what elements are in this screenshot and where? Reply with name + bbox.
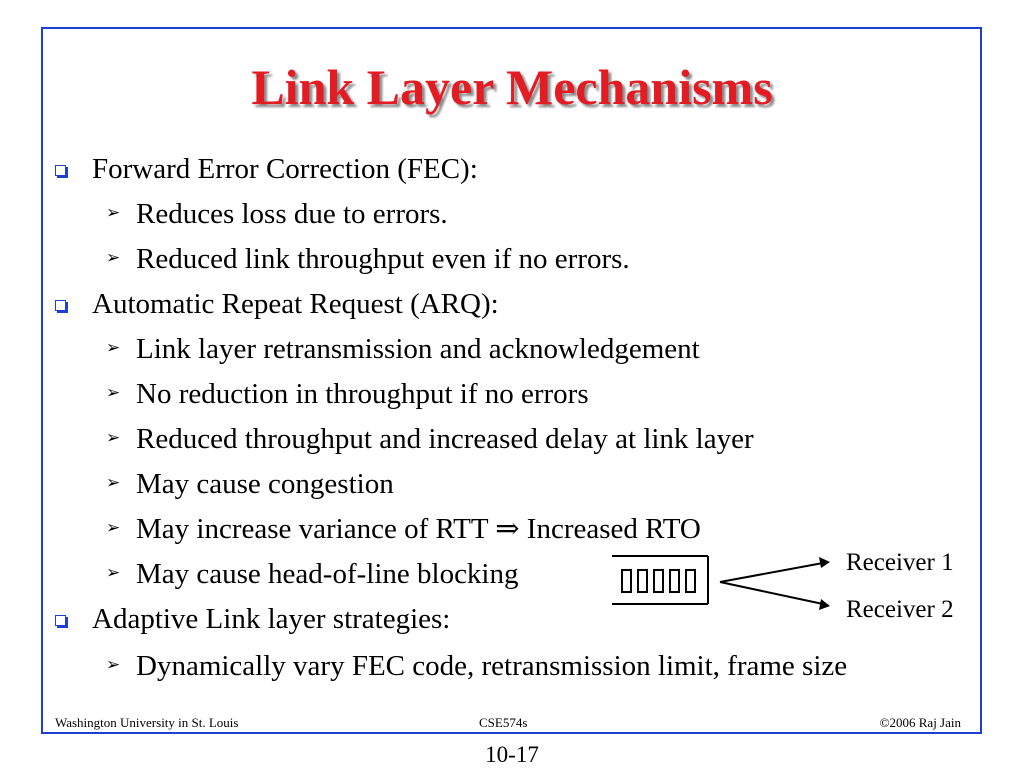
slide-frame	[41, 27, 982, 734]
arrowhead-bullet-icon: ➢	[106, 383, 121, 403]
arrowhead-bullet-icon: ➢	[106, 518, 121, 538]
footer-left: Washington University in St. Louis	[55, 715, 239, 730]
arrowhead-bullet-icon: ➢	[106, 248, 121, 268]
bullet-text: Automatic Repeat Request (ARQ):	[92, 288, 499, 320]
queued-packet	[637, 569, 648, 593]
square-bullet-icon	[55, 165, 66, 176]
sub-bullet-text: Link layer retransmission and acknowledg…	[136, 333, 700, 365]
arrow-to-receiver-2	[719, 581, 824, 605]
arrowhead-bullet-icon: ➢	[106, 338, 121, 358]
sub-bullet-text: No reduction in throughput if no errors	[136, 378, 589, 410]
arrowhead-bullet-icon: ➢	[106, 203, 121, 223]
arrowhead-icon	[819, 599, 830, 610]
bullet-text: Forward Error Correction (FEC):	[92, 153, 478, 185]
sub-bullet-text: Dynamically vary FEC code, retransmissio…	[136, 650, 848, 682]
queued-packet	[669, 569, 680, 593]
sub-bullet-text: Reduces loss due to errors.	[136, 198, 448, 230]
sub-bullet-text: Reduced link throughput even if no error…	[136, 243, 630, 275]
receiver-2-label: Receiver 2	[846, 596, 954, 623]
slide-title: Link Layer Mechanisms	[251, 59, 773, 115]
arrowhead-icon	[819, 557, 830, 568]
square-bullet-icon	[55, 615, 66, 626]
receiver-1-label: Receiver 1	[846, 549, 954, 576]
footer-center: CSE574s	[479, 715, 528, 730]
arrow-to-receiver-1	[719, 562, 824, 583]
sub-bullet-text: May cause head-of-line blocking	[136, 558, 519, 590]
arrowhead-bullet-icon: ➢	[106, 655, 121, 675]
queue-diagram	[612, 555, 830, 610]
arrowhead-bullet-icon: ➢	[106, 473, 121, 493]
arrowhead-bullet-icon: ➢	[106, 563, 121, 583]
queued-packet	[621, 569, 632, 593]
sub-bullet-text: May increase variance of RTT ⇒ Increased…	[136, 513, 701, 545]
square-bullet-icon	[55, 300, 66, 311]
footer-right: ©2006 Raj Jain	[879, 715, 961, 730]
sub-bullet-text: Reduced throughput and increased delay a…	[136, 423, 754, 455]
page-number: 10-17	[485, 742, 539, 767]
bullet-text: Adaptive Link layer strategies:	[92, 603, 451, 635]
arrowhead-bullet-icon: ➢	[106, 428, 121, 448]
sub-bullet-text: May cause congestion	[136, 468, 394, 500]
queued-packet	[685, 569, 696, 593]
queued-packet	[653, 569, 664, 593]
